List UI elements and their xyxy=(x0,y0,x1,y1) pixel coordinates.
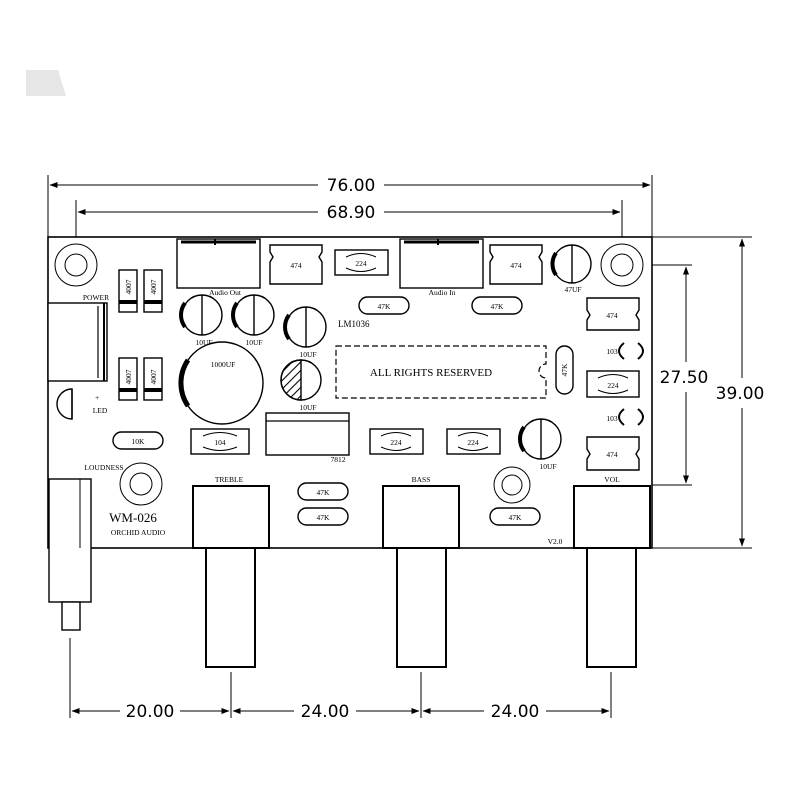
audio-in-label: Audio In xyxy=(429,288,456,297)
capacitor-103-1-label: 103 xyxy=(606,347,618,356)
diode-4007-group-bottom xyxy=(118,357,163,401)
power-connector xyxy=(47,302,108,382)
audio-in-connector xyxy=(399,238,484,289)
capacitor-474-1 xyxy=(269,244,323,285)
loudness-label: LOUDNESS xyxy=(84,463,123,472)
dim-pot-spacing-2: 24.00 xyxy=(491,702,540,722)
dim-height-overall: 39.00 xyxy=(716,384,765,404)
pot-treble-label: TREBLE xyxy=(215,475,244,484)
pot-vol-label: VOL xyxy=(604,475,620,484)
regulator-7812 xyxy=(265,412,350,456)
capacitor-474-2 xyxy=(489,244,543,285)
capacitor-104 xyxy=(190,428,250,455)
capacitor-224-2 xyxy=(586,370,640,398)
mounting-hole-bottom-right xyxy=(493,466,531,504)
dim-width-overall: 76.00 xyxy=(327,176,376,196)
resistor-47k-4 xyxy=(297,482,349,501)
electrolytic-1000uf-label: 1000UF xyxy=(211,360,236,369)
board-maker: ORCHID AUDIO xyxy=(111,528,166,537)
dim-pot-offset: 20.00 xyxy=(126,702,175,722)
led xyxy=(56,388,73,420)
led-plus-label: + xyxy=(95,393,99,402)
resistor-47k-vertical xyxy=(555,345,574,395)
electrolytic-47uf-label: 47UF xyxy=(564,285,581,294)
resistor-47k-1 xyxy=(358,296,410,315)
corner-artifact xyxy=(26,70,66,96)
resistor-47k-3-label: 47K xyxy=(560,363,569,377)
resistor-10k xyxy=(112,431,164,450)
capacitor-224-3-label: 224 xyxy=(390,438,402,447)
electrolytic-10uf-5 xyxy=(518,418,562,460)
dim-hole-vertical: 27.50 xyxy=(660,368,709,388)
audio-out-connector xyxy=(176,238,261,289)
capacitor-103-2-label: 103 xyxy=(606,414,618,423)
capacitor-224-4 xyxy=(446,428,501,455)
regulator-7812-label: 7812 xyxy=(331,455,346,464)
electrolytic-10uf-5-label: 10UF xyxy=(539,462,556,471)
dim-hole-spacing: 68.90 xyxy=(327,203,376,223)
dim-pot-spacing-1: 24.00 xyxy=(301,702,350,722)
led-label: LED xyxy=(93,406,108,415)
resistor-10k-label: 10K xyxy=(132,437,146,446)
capacitor-224-2-label: 224 xyxy=(607,381,619,390)
mounting-hole-top-right xyxy=(600,243,644,287)
diode-label-4: 4007 xyxy=(149,369,158,384)
resistor-47k-5-label: 47K xyxy=(317,513,331,522)
audio-out-label: Audio Out xyxy=(209,288,242,297)
capacitor-474-4-label: 474 xyxy=(606,450,618,459)
pot-treble xyxy=(192,485,270,668)
capacitor-224-4-label: 224 xyxy=(467,438,479,447)
ic-lm1036-label: LM1036 xyxy=(338,319,370,329)
capacitor-474-3-label: 474 xyxy=(606,311,618,320)
capacitor-474-4 xyxy=(586,436,640,471)
electrolytic-10uf-3-label: 10UF xyxy=(299,350,316,359)
pot-bass-label: BASS xyxy=(412,475,431,484)
mounting-hole-top-left xyxy=(54,243,98,287)
board-model: WM-026 xyxy=(109,510,157,525)
pot-vol xyxy=(573,485,651,668)
electrolytic-47uf xyxy=(550,244,592,284)
capacitor-224-1 xyxy=(334,249,389,276)
electrolytic-10uf-2-label: 10UF xyxy=(245,338,262,347)
resistor-47k-2 xyxy=(471,296,523,315)
electrolytic-10uf-2 xyxy=(231,294,275,336)
diode-4007-group-top xyxy=(118,269,163,313)
resistor-47k-6 xyxy=(489,507,541,526)
electrolytic-10uf-hatched xyxy=(280,359,322,401)
resistor-47k-4-label: 47K xyxy=(317,488,331,497)
capacitor-103-2 xyxy=(618,408,644,426)
capacitor-224-3 xyxy=(369,428,424,455)
capacitor-474-2-label: 474 xyxy=(510,261,522,270)
diode-label-1: 4007 xyxy=(124,279,133,294)
capacitor-103-1 xyxy=(618,342,644,360)
electrolytic-10uf-1-label: 10UF xyxy=(195,338,212,347)
board-version: V2.0 xyxy=(548,537,563,546)
resistor-47k-6-label: 47K xyxy=(509,513,523,522)
diode-label-3: 4007 xyxy=(124,369,133,384)
notice-text: ALL RIGHTS RESERVED xyxy=(370,367,492,379)
power-label: POWER xyxy=(83,293,109,302)
electrolytic-10uf-4-label: 10UF xyxy=(299,403,316,412)
loudness-switch xyxy=(48,478,92,631)
electrolytic-10uf-1 xyxy=(179,294,223,336)
electrolytic-1000uf xyxy=(178,341,264,425)
capacitor-474-1-label: 474 xyxy=(290,261,302,270)
capacitor-474-3 xyxy=(586,297,640,331)
resistor-47k-2-label: 47K xyxy=(491,302,505,311)
resistor-47k-1-label: 47K xyxy=(378,302,392,311)
resistor-47k-5 xyxy=(297,507,349,526)
capacitor-104-label: 104 xyxy=(214,438,226,447)
ic-lm1036-outline xyxy=(335,345,547,399)
mounting-hole-bottom-left xyxy=(119,462,163,506)
electrolytic-10uf-3 xyxy=(283,306,327,348)
pot-bass xyxy=(382,485,460,668)
capacitor-224-1-label: 224 xyxy=(355,259,367,268)
diode-label-2: 4007 xyxy=(149,279,158,294)
